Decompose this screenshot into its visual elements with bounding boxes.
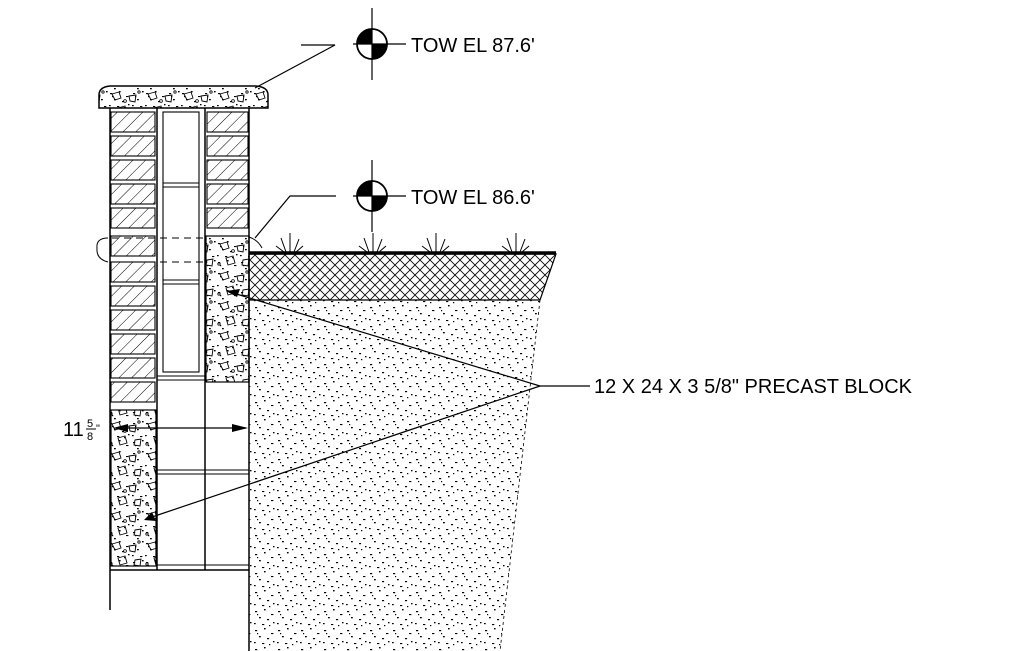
elevation-label-lower: TOW EL 86.6' [411,187,535,209]
backfill-soil [249,300,540,651]
grass-tufts [275,233,530,253]
block-callout-leaders [151,292,590,518]
right-brick-courses [206,111,249,229]
wall-thickness-dimension [113,424,248,432]
upper-concrete-fill [205,235,250,383]
elevation-label-upper: TOW EL 87.6' [411,35,535,57]
dimension-whole: 11 [63,419,84,441]
topsoil-layer [248,253,557,301]
drain-pipe [96,236,263,263]
block-callout-label: 12 X 24 X 3 5/8" PRECAST BLOCK [594,376,913,398]
backfill-slope-line [499,299,541,651]
dimension-denominator: 8 [87,431,93,443]
dimension-unit: " [96,423,100,435]
block-callout-arrow-lower [144,512,156,521]
elevation-marker-upper [254,8,406,89]
left-brick-courses [110,111,156,403]
precast-block-core [157,111,249,566]
lower-concrete-fill [110,409,157,567]
dimension-numerator: 5 [87,418,93,430]
wall-thickness-label: 11 5 8 " [63,418,100,443]
block-callout-arrow-upper [226,289,240,297]
wall-cap [98,85,269,109]
elevation-marker-lower [254,160,406,239]
